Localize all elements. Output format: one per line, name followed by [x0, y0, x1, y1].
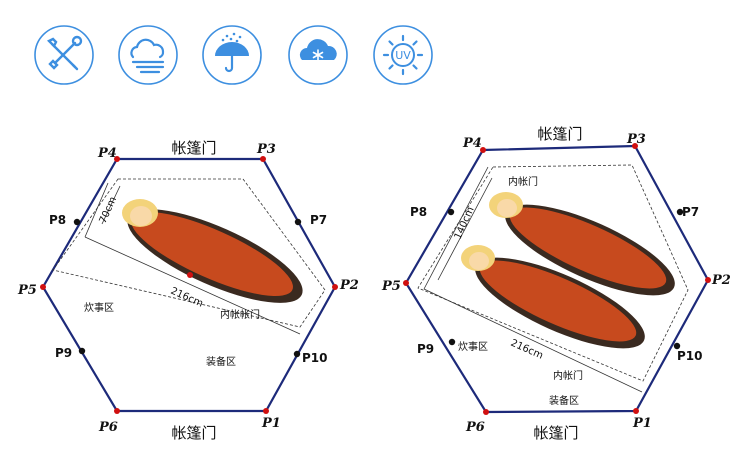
snow-cloud-icon [287, 24, 349, 86]
tools-icon [33, 24, 95, 86]
right-gear-zone: 装备区 [549, 394, 579, 407]
left-inner-tent [52, 178, 326, 328]
left-label-P2: P2 [339, 278, 359, 293]
rain-umbrella-icon [201, 24, 263, 86]
left-label-P3: P3 [256, 142, 276, 157]
left-label-P1: P1 [261, 416, 281, 431]
left-label-P5: P5 [17, 283, 37, 298]
left-door-bottom: 帐篷门 [171, 424, 216, 442]
left-length-label: 216cm [169, 286, 205, 310]
right-label-P7: P7 [682, 205, 699, 219]
left-door-top: 帐篷门 [171, 139, 216, 157]
right-inner-tent [417, 164, 689, 382]
left-label-P9: P9 [55, 346, 72, 360]
left-label-P7: P7 [310, 213, 327, 227]
right-label-P5: P5 [381, 279, 401, 294]
right-label-P8: P8 [410, 205, 427, 219]
right-sleeping-bag-top [489, 192, 675, 296]
right-length-label: 216cm [509, 338, 545, 362]
wind-cloud-icon [117, 24, 179, 86]
uv-sun-icon: UV [372, 24, 434, 86]
right-label-P10: P10 [677, 349, 703, 363]
right-label-P2: P2 [711, 273, 731, 288]
left-tent-diagram: 帐篷门 帐篷门 P4 P3 P2 P1 P6 P5 P8 P7 P9 P10 7… [17, 139, 359, 442]
left-cooking-zone: 炊事区 [84, 301, 114, 314]
right-door-top: 帐篷门 [537, 125, 582, 143]
left-sleeping-bag [122, 199, 303, 303]
right-tent-diagram: 帐篷门 帐篷门 P4 P3 P2 P1 P6 P5 P8 P7 P9 P10 1… [381, 125, 731, 442]
right-inner-door-top: 内帐门 [508, 175, 538, 188]
right-label-P1: P1 [632, 416, 652, 431]
left-label-P6: P6 [98, 420, 118, 435]
right-label-P6: P6 [465, 420, 485, 435]
left-gear-zone: 装备区 [206, 355, 236, 368]
right-inner-door-bottom: 内帐门 [553, 369, 583, 382]
left-label-P8: P8 [49, 213, 66, 227]
right-width-label: 140cm [453, 205, 477, 241]
right-label-P4: P4 [462, 136, 482, 151]
right-label-P3: P3 [626, 132, 646, 147]
left-inner-door: 内帐帐门 [220, 308, 260, 321]
left-label-P4: P4 [97, 146, 117, 161]
feature-icons-row: UV [0, 0, 750, 95]
left-label-P10: P10 [302, 351, 328, 365]
right-label-P9: P9 [417, 342, 434, 356]
right-sleeping-bag-bottom [461, 245, 645, 349]
uv-label: UV [395, 49, 411, 62]
right-cooking-zone: 炊事区 [458, 340, 488, 353]
right-door-bottom: 帐篷门 [533, 424, 578, 442]
